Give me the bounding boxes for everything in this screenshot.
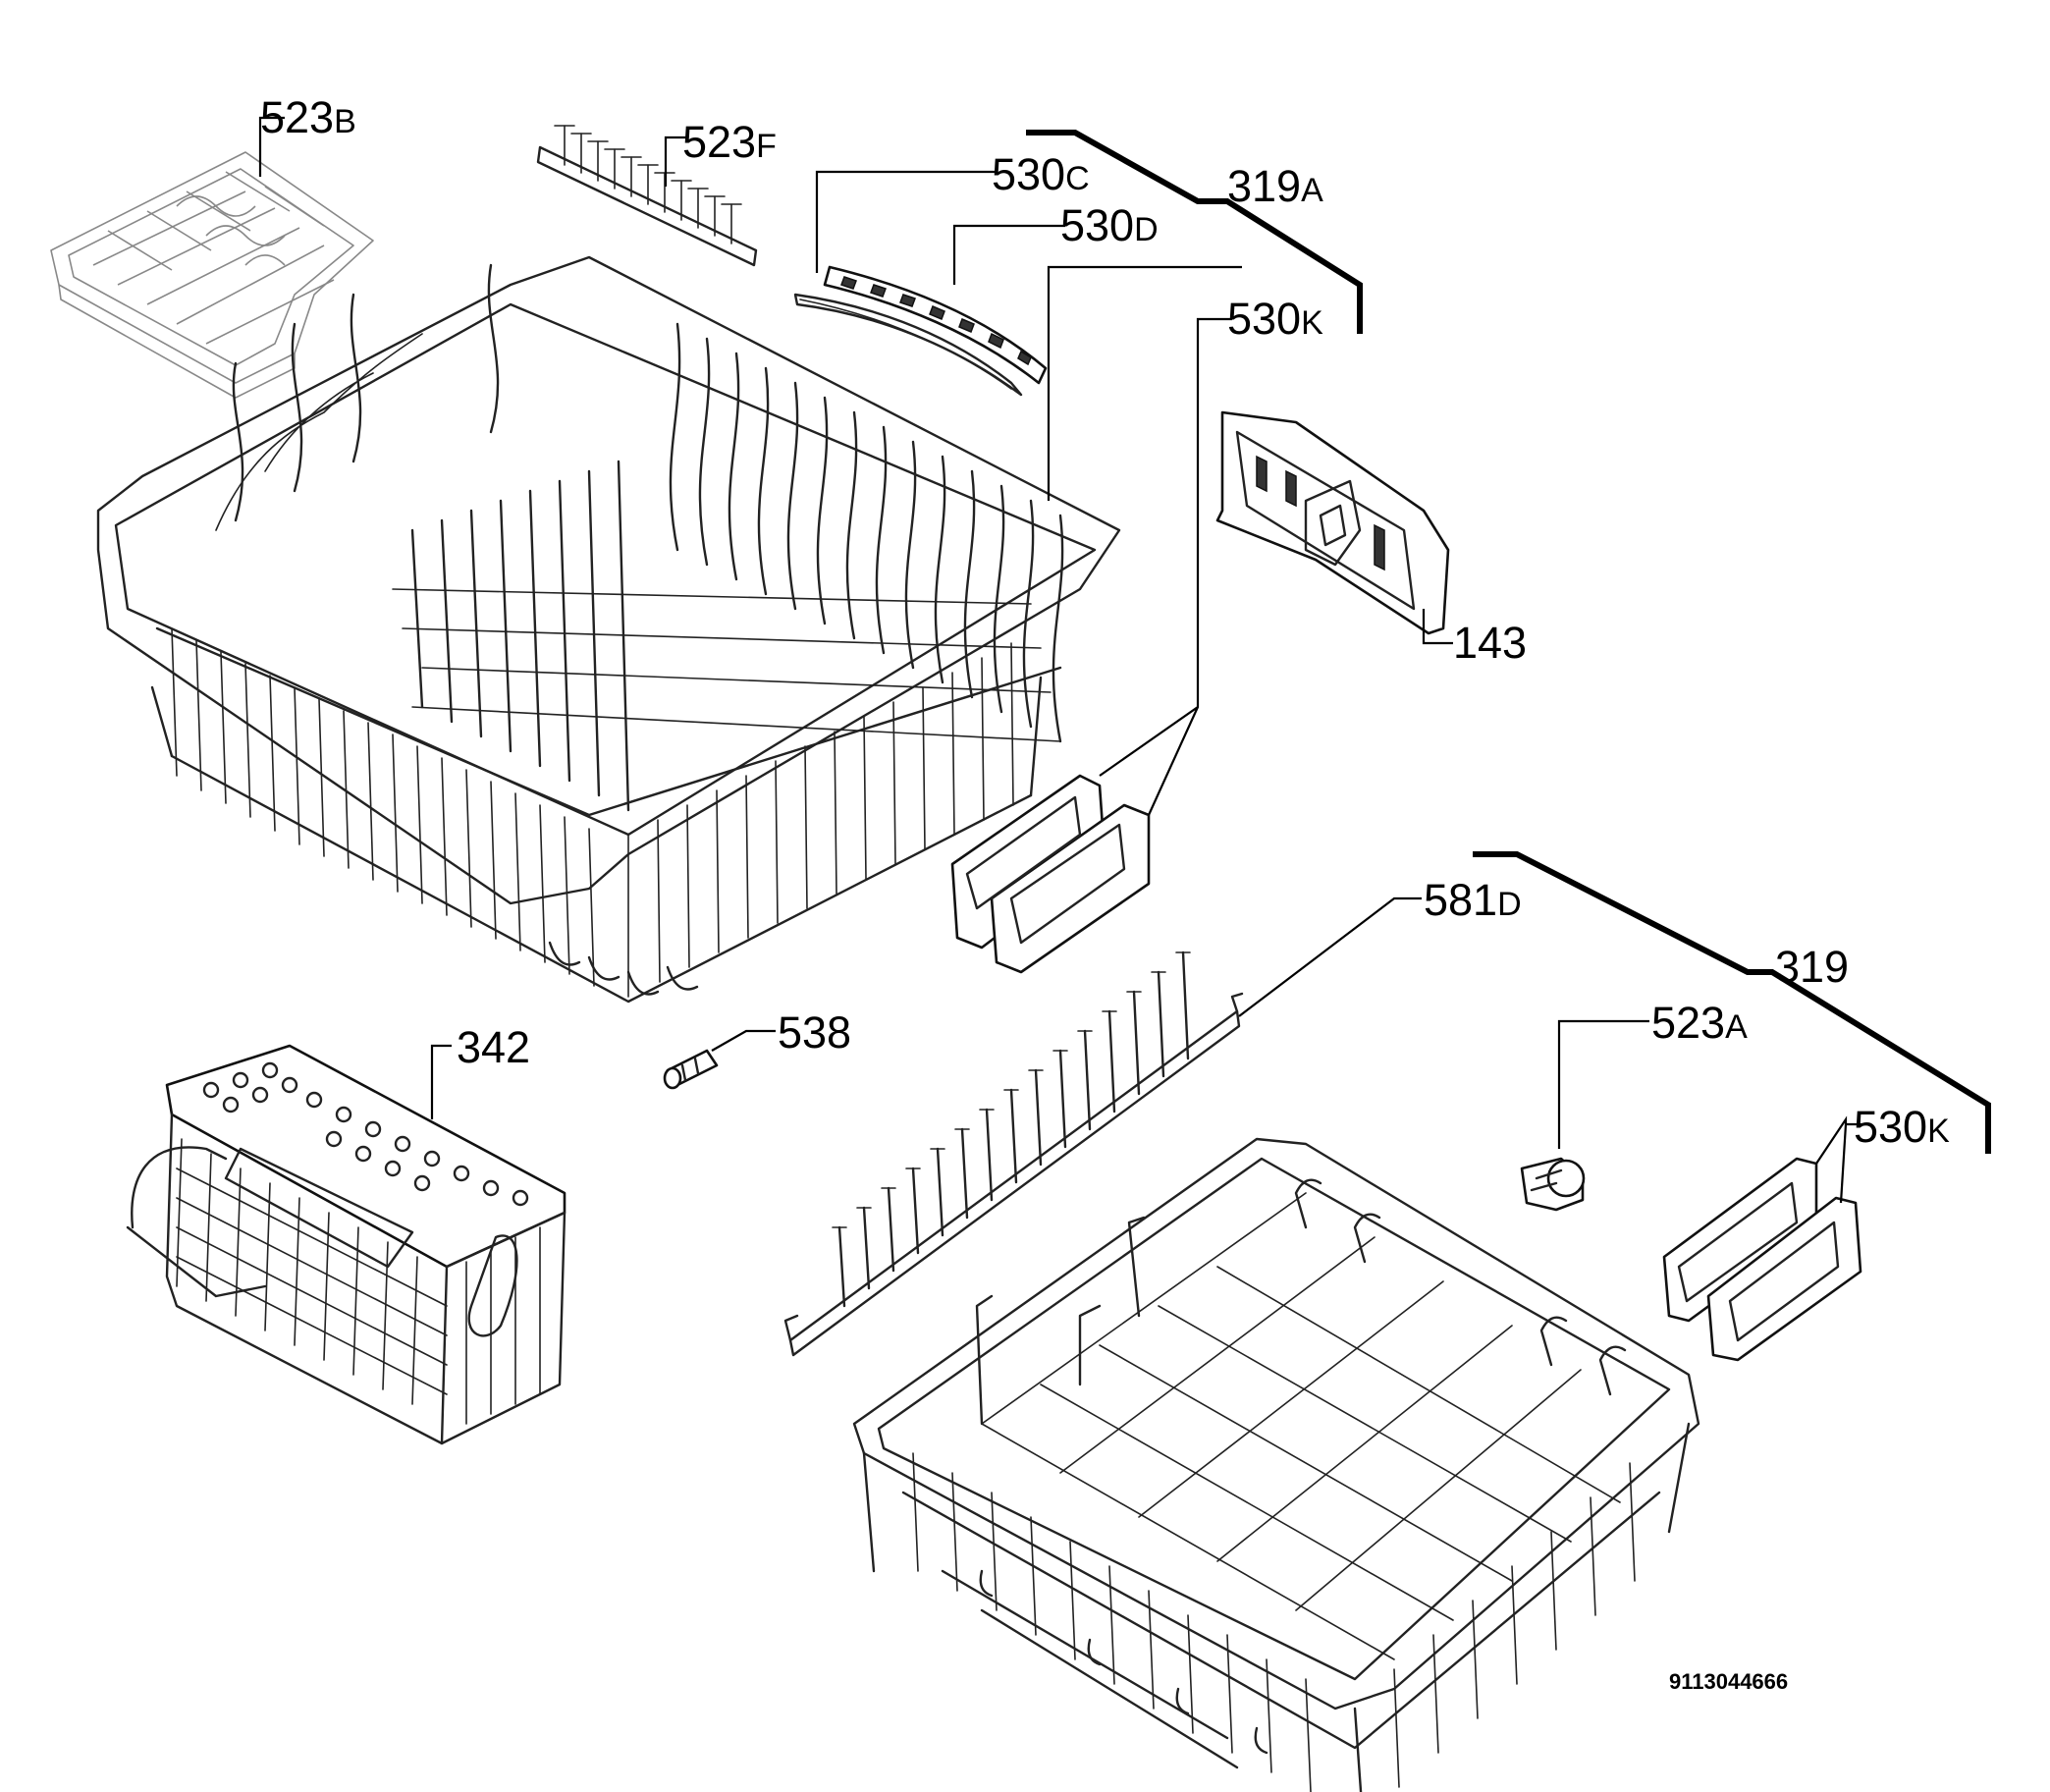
label-319a: 319A — [1227, 161, 1323, 211]
leader-523b — [258, 116, 285, 177]
assembly-bars — [1026, 130, 1991, 1154]
part-tine-strip-523f — [536, 125, 758, 267]
leader-530c — [815, 170, 997, 273]
label-530k-top: 530K — [1227, 294, 1323, 344]
leader-342 — [430, 1044, 452, 1119]
bar-319 — [1473, 851, 1991, 1154]
part-tine-rack-581d — [783, 950, 1244, 1357]
part-slide-530k-top — [950, 774, 1151, 974]
part-wheel-523a — [1520, 1157, 1586, 1212]
label-342: 342 — [457, 1022, 530, 1072]
part-pin-538 — [663, 1049, 719, 1090]
label-143: 143 — [1453, 618, 1527, 668]
part-cutlery-basket-342 — [126, 1044, 566, 1445]
bar-319a — [1026, 130, 1363, 334]
label-530c: 530C — [992, 149, 1090, 199]
leader-lines — [258, 116, 1870, 1204]
leader-530k-top — [1099, 317, 1232, 816]
label-523a: 523A — [1651, 998, 1748, 1048]
part-upper-basket — [96, 255, 1121, 1004]
label-319: 319 — [1775, 942, 1849, 992]
leader-523a — [1557, 1019, 1649, 1149]
leader-530d-long — [1047, 265, 1242, 501]
part-rail-530c — [793, 293, 1023, 397]
part-lower-basket — [852, 1137, 1700, 1792]
label-523b: 523B — [260, 92, 356, 142]
leader-143 — [1422, 609, 1453, 645]
leader-530k-bottom — [1815, 1115, 1870, 1204]
part-rail-530d — [823, 265, 1048, 385]
label-538: 538 — [778, 1007, 851, 1058]
leader-581d — [1238, 896, 1422, 1017]
leader-523f — [664, 136, 687, 187]
leader-530d — [952, 224, 1065, 285]
document-number: 9113044666 — [1669, 1669, 1788, 1694]
label-530d: 530D — [1060, 200, 1159, 250]
part-slide-530k-bottom — [1662, 1157, 1862, 1362]
leader-538 — [711, 1029, 776, 1052]
part-cup-shelf-523b — [50, 151, 374, 399]
part-bracket-143 — [1215, 410, 1450, 635]
label-530k-bottom: 530K — [1854, 1102, 1950, 1152]
label-523f: 523F — [682, 117, 777, 167]
label-581d: 581D — [1424, 875, 1522, 925]
